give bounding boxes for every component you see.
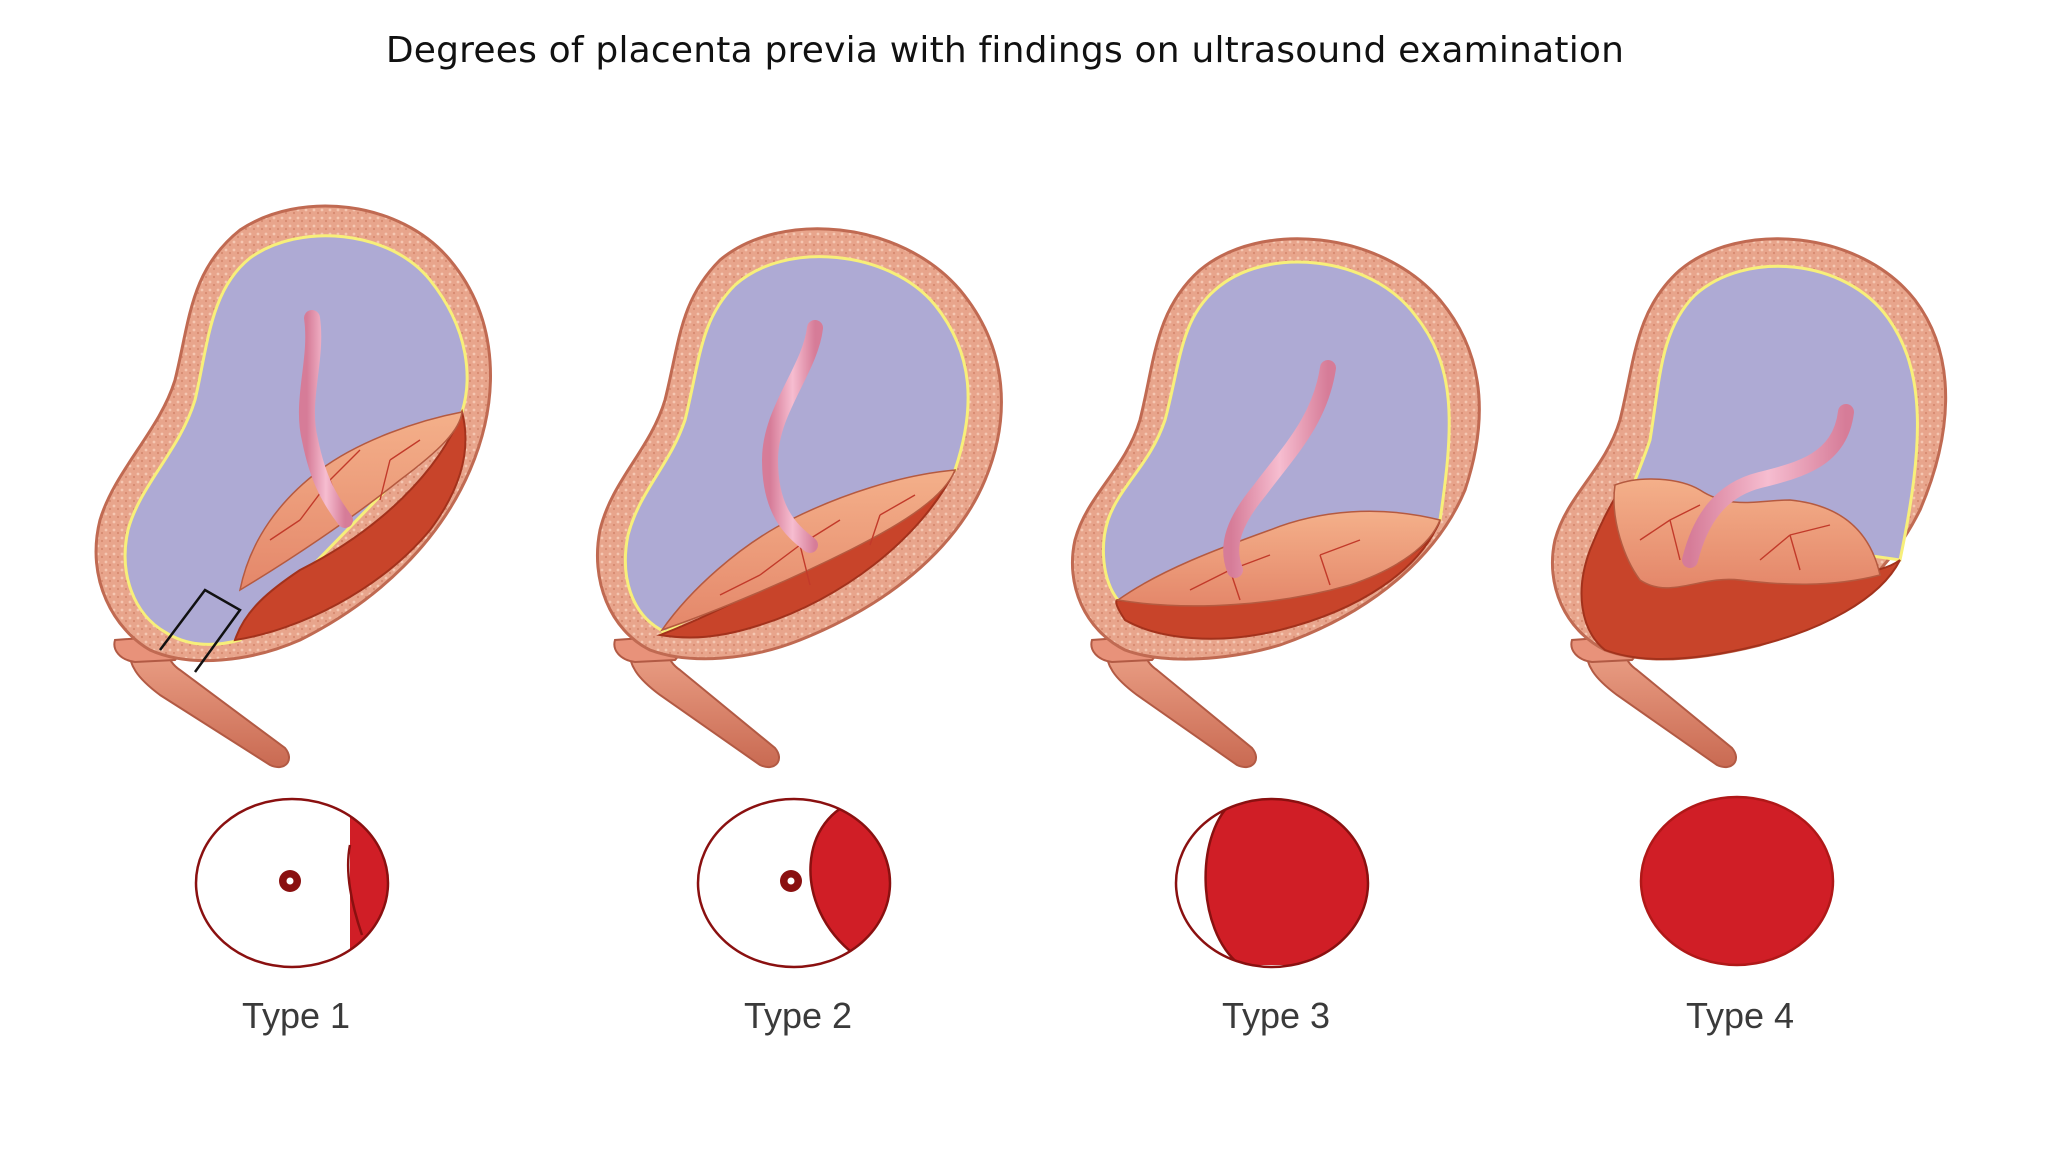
umbilical-cord <box>761 320 823 553</box>
placenta-vessels <box>1189 539 1361 601</box>
placenta-vessels <box>719 494 916 596</box>
placenta-surface <box>1613 478 1881 589</box>
placenta-vessels <box>1639 504 1831 571</box>
ultrasound-view-type-3 <box>1174 797 1370 969</box>
ultrasound-view-type-4 <box>1639 795 1835 967</box>
page-title: Degrees of placenta previa with findings… <box>385 30 1625 71</box>
umbilical-cord <box>1682 404 1854 568</box>
ultrasound-view-type-2 <box>696 797 892 969</box>
type-label-3: Type 3 <box>1221 995 1331 1036</box>
placenta-coverage <box>1205 800 1368 965</box>
placenta <box>233 408 467 642</box>
type-label-1: Type 1 <box>241 995 351 1036</box>
uterus-illustration-type-2 <box>595 227 1003 768</box>
placenta-coverage <box>350 799 388 967</box>
placenta-coverage <box>1639 795 1835 967</box>
type-label-4: Type 4 <box>1685 995 1795 1036</box>
placenta-surface <box>1116 510 1442 607</box>
uterus-illustration-type-3 <box>1070 237 1481 768</box>
uterus-illustration-type-1 <box>94 204 492 768</box>
umbilical-cord <box>298 310 353 528</box>
distance-marker <box>159 588 242 673</box>
umbilical-cord <box>1223 360 1336 578</box>
ultrasound-view-type-1 <box>194 797 390 969</box>
amniotic-cavity <box>623 255 970 637</box>
placenta-surface <box>238 411 463 592</box>
amniotic-cavity <box>123 234 469 646</box>
uterus-illustration-type-4 <box>1550 237 1948 768</box>
placenta-vessels <box>269 439 421 541</box>
type-label-2: Type 2 <box>743 995 853 1036</box>
